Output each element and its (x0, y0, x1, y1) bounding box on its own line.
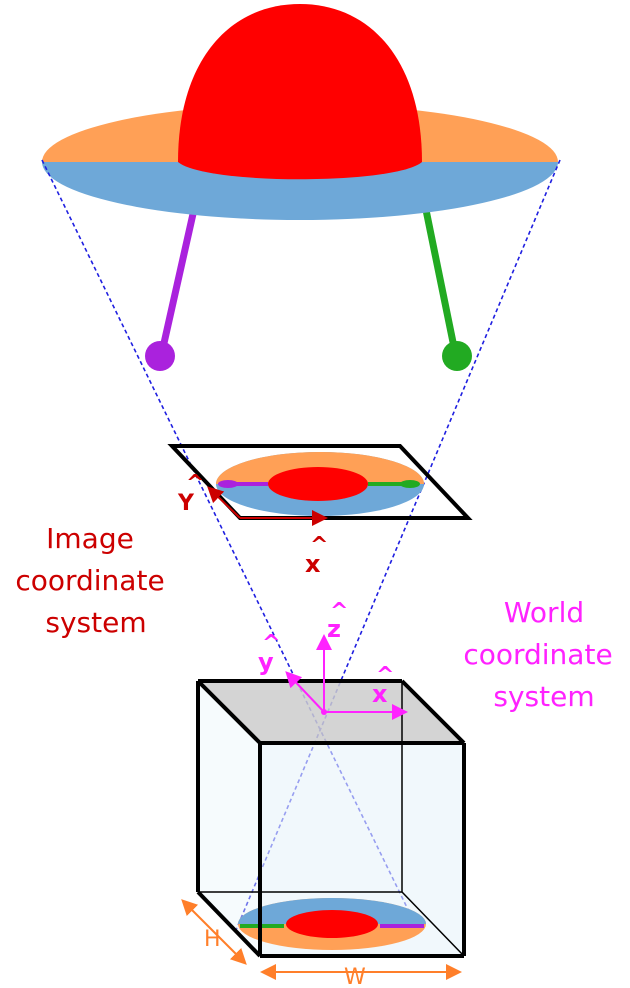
image-system-line3: system (45, 606, 146, 639)
brim-bottom (42, 162, 558, 220)
image-system-line1: Image (46, 522, 134, 555)
image-plane (167, 444, 473, 526)
world-box (196, 634, 466, 958)
world-system-label: World coordinate system (463, 596, 612, 713)
left-leg (158, 204, 199, 353)
world-x-hat: ^ (376, 663, 394, 688)
world-y-axis (285, 671, 325, 713)
right-leg (421, 204, 459, 353)
world-z-label: z (327, 615, 341, 643)
world-y-hat: ^ (262, 631, 280, 656)
image-y-hat: ^ (186, 471, 204, 496)
left-foot (145, 341, 175, 371)
world-z-hat: ^ (330, 599, 348, 624)
dome (178, 4, 422, 180)
image-dome (268, 467, 368, 501)
hat-object (42, 4, 558, 371)
width-label: W (344, 965, 366, 988)
world-y-label: y (258, 648, 274, 676)
height-label: H (204, 927, 221, 952)
image-system-line2: coordinate (15, 564, 164, 597)
height-arrow (181, 899, 247, 965)
right-foot (442, 341, 472, 371)
world-x-label: x (372, 680, 388, 708)
image-system-label: Image coordinate system (15, 522, 164, 639)
image-x-hat: ^ (310, 533, 328, 558)
world-system-line2: coordinate (463, 638, 612, 671)
image-y-axis (207, 486, 241, 519)
image-x-label: x (305, 550, 321, 578)
world-system-line1: World (504, 596, 584, 629)
image-y-label: Y (177, 491, 195, 516)
dimension-markers (181, 899, 462, 980)
world-system-line3: system (493, 680, 594, 713)
